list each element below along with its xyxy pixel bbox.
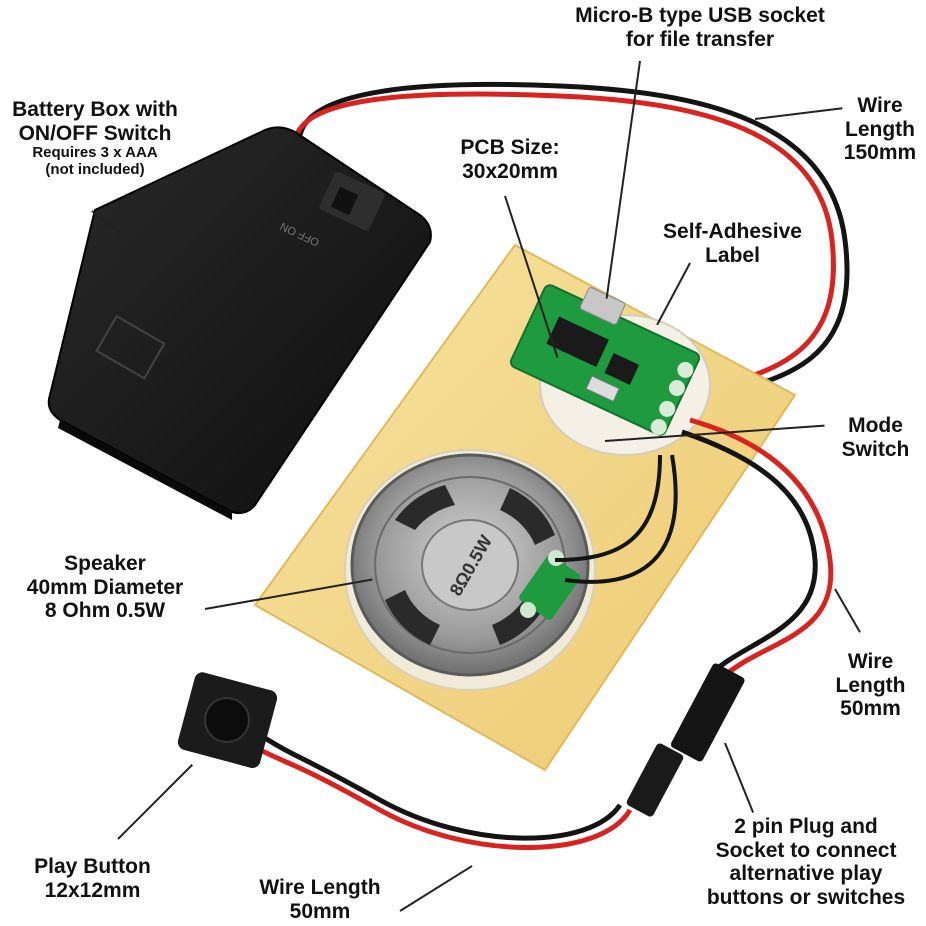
- pcb-label-line2: 30x20mm: [462, 159, 558, 183]
- wire150-label-line1: Wire: [857, 94, 903, 117]
- label-pcb-size: PCB Size: 30x20mm: [440, 136, 580, 183]
- wire50r-label-line2: Length: [835, 673, 906, 697]
- usb-label-line1: Micro-B type USB socket: [575, 4, 825, 27]
- mode-switch: [585, 375, 620, 403]
- pcb-label-line1: PCB Size:: [460, 136, 560, 159]
- play-label-line2: 12x12mm: [44, 878, 141, 902]
- plug-and-socket: [626, 663, 745, 817]
- adhesive-label-line1: Self-Adhesive: [663, 220, 802, 243]
- wire-150mm: [293, 81, 850, 401]
- speaker-label-line2: 40mm Diameter: [26, 575, 184, 599]
- battery-label-line2: ON/OFF Switch: [18, 121, 172, 145]
- wire50b-label-line2: 50mm: [289, 899, 351, 923]
- battery-label-line1: Battery Box with: [12, 98, 178, 121]
- usb-label-line2: for file transfer: [625, 27, 775, 51]
- plug-label-line3: alternative play: [729, 862, 883, 886]
- pcb-board: [509, 284, 701, 436]
- adhesive-label-line2: Label: [705, 243, 760, 267]
- play-button: [177, 672, 278, 768]
- wire50r-label-line3: 50mm: [840, 697, 901, 721]
- mode-label-line1: Mode: [848, 414, 903, 437]
- plug-label-line1: 2 pin Plug and: [734, 815, 878, 838]
- speaker-label-line3: 8 Ohm 0.5W: [44, 599, 166, 623]
- label-speaker: Speaker 40mm Diameter 8 Ohm 0.5W: [5, 552, 205, 623]
- label-battery-box: Battery Box with ON/OFF Switch Requires …: [0, 98, 190, 179]
- label-wire-50-bottom: Wire Length 50mm: [245, 876, 395, 923]
- speaker-label-line1: Speaker: [64, 552, 146, 575]
- play-label-line1: Play Button: [34, 855, 151, 878]
- label-play-button: Play Button 12x12mm: [20, 855, 165, 902]
- battery-box: OFF ON: [47, 126, 432, 520]
- battery-label-sub2: (not included): [45, 160, 145, 178]
- wire50b-label-line1: Wire Length: [259, 876, 381, 899]
- label-mode-switch: Mode Switch: [828, 414, 923, 461]
- mode-label-line2: Switch: [841, 437, 910, 461]
- label-plug-socket: 2 pin Plug and Socket to connect alterna…: [690, 815, 922, 909]
- label-wire-150: Wire Length 150mm: [835, 94, 925, 165]
- wire150-label-line3: 150mm: [843, 141, 917, 165]
- label-wire-50-right: Wire Length 50mm: [828, 650, 913, 721]
- battery-label-sub1: Requires 3 x AAA: [32, 144, 158, 162]
- speaker: 8Ω0.5W: [350, 453, 590, 677]
- wire50r-label-line1: Wire: [847, 650, 894, 673]
- label-usb-socket: Micro-B type USB socket for file transfe…: [545, 4, 855, 51]
- wire-50mm-right: [681, 417, 834, 682]
- plug-label-line4: buttons or switches: [706, 885, 906, 909]
- plug-label-line2: Socket to connect: [715, 838, 897, 862]
- wire-50mm-bottom: [248, 732, 633, 850]
- wire150-label-line2: Length: [845, 117, 915, 141]
- label-self-adhesive: Self-Adhesive Label: [650, 220, 815, 267]
